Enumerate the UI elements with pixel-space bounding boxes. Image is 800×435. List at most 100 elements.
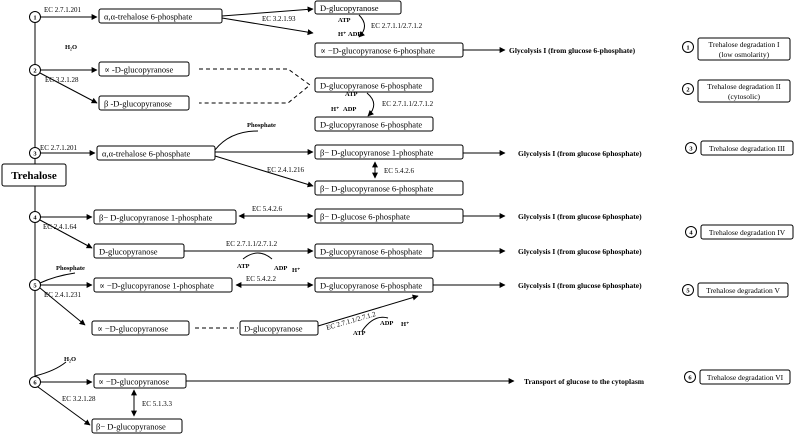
p1-atp: ATP [338,17,351,24]
branch-number-1: 1 [29,11,41,23]
p2-adp: ADP [343,106,356,113]
p1-ec-kinase: EC 2.7.1.1/2.7.1.2 [371,22,423,30]
p4-ec-kinase: EC 2.7.1.1/2.7.1.2 [226,240,278,248]
p4-result-glycolysis-2: Glycolysis I (from glucose 6phosphate) [518,247,642,256]
svg-text:Trehalose degradation II: Trehalose degradation II [707,82,781,91]
p1-dglc-label: D-glucopyranose [320,3,379,13]
p4-ec-24164: EC 2.4.1.64 [43,223,77,231]
svg-text:6: 6 [33,380,37,387]
p2-dglc6p-box [314,77,434,93]
p1-arrow-a-glc6p-branch [221,17,314,36]
svg-text:5: 5 [33,283,37,290]
svg-text:Trehalose degradation V: Trehalose degradation V [706,286,780,295]
p3-ec-27201: EC 2.7.1.201 [40,144,77,152]
p4-ec-5426: EC 5.4.2.6 [252,205,282,213]
p2-a-dglc-box [98,61,190,77]
p2-h: H⁺ [331,106,340,113]
svg-text:4: 4 [689,230,693,237]
svg-text:Trehalose degradation III: Trehalose degradation III [709,144,785,153]
p5-arrow-to-dglc6p [317,294,419,327]
p4-adp: ADP [274,265,287,272]
p3-ec-5426: EC 5.4.2.6 [384,167,414,175]
svg-text:4: 4 [33,215,37,222]
p2-atp: ATP [345,91,358,98]
svg-text:6: 6 [688,375,692,382]
p3-b-glc6p-box [314,180,464,196]
legend-pathway-2: 2 Trehalose degradation II (cytosolic) [682,79,791,103]
p6-result-transport: Transport of glucose to the cytoplasm [524,377,645,386]
p4-atp: ATP [237,263,250,270]
p5-ec-241231: EC 2.4.1.231 [44,291,81,299]
p2-kinase-arrow [366,92,375,117]
legend-pathway-5: 5 Trehalose degradation V [682,282,789,298]
p5-a-dglc-label: ∝ −D-glucopyranose [97,324,168,334]
p3-tre6p-box [96,145,216,161]
svg-text:2: 2 [686,87,689,94]
p2-dashed-merge [199,68,311,104]
svg-text:(low osmolarity): (low osmolarity) [719,50,770,59]
p2-a-dglc-label: ∝ -D-glucopyranose [104,65,173,75]
svg-text:1: 1 [686,45,689,52]
p5-adp: ADP [380,320,393,327]
p1-ec-32193: EC 3.2.1.93 [262,15,296,23]
trehalose-root-label: Trehalose [11,170,57,182]
p3-tre6p-label: α,α-trehalose 6-phosphate [102,149,190,159]
legend-pathway-6: 6 Trehalose degradation VI [684,369,791,385]
branch-number-6: 6 [29,376,41,388]
p1-adp: ADP [348,31,361,38]
svg-text:Trehalose degradation IV: Trehalose degradation IV [709,228,786,237]
trehalose-root-box [1,163,67,187]
p2-b-dglc-label: β -D-glucopyranose [104,99,172,109]
p6-a-dglc-label: ∝ −D-glucopyranose [98,377,169,387]
p6-b-dglc-label: β− D-glucopyranose [96,422,166,432]
p1-h: H⁺ [338,31,347,38]
p5-arrow-a-dglc [39,287,86,326]
p6-h2o: H₂O [64,356,76,363]
p5-a-glc1p-box [93,277,233,293]
p4-dglc6p-label: D-glucopyranose 6-phosphate [320,247,422,257]
p2-dglc6p-label: D-glucopyranose 6-phosphate [320,81,422,91]
p5-a-dglc-box [91,320,190,336]
p2-dglc6p-product-box [314,116,434,132]
p1-dglc-box [314,0,402,15]
branch-number-4: 4 [29,211,41,223]
branch-number-3: 3 [29,147,41,159]
svg-text:1: 1 [33,15,36,22]
legend-pathway-4: 4 Trehalose degradation IV [685,224,794,240]
p1-ec-27201: EC 2.7.1.201 [44,6,81,14]
branch-number-5: 5 [29,279,41,291]
p6-b-dglc-box [91,418,183,434]
p3-result-glycolysis: Glycolysis I (from glucose 6phosphate) [518,149,642,158]
p2-ec-kinase: EC 2.7.1.1/2.7.1.2 [382,100,434,108]
p2-b-dglc-box [98,95,190,111]
p1-result-glycolysis: Glycolysis I (from glucose 6-phosphate) [509,46,636,55]
p2-arrow-b-dglc [39,72,98,104]
p3-arrow-b-glc6p [214,155,314,188]
p2-ec-32128: EC 3.2.1.28 [45,76,79,84]
p4-b-glc1p-label: β− D-glucopyranose 1-phosphate [99,213,213,223]
svg-text:(cytosolic): (cytosolic) [728,92,761,101]
p5-dglc6p-label: D-glucopyranose 6-phosphate [320,281,422,291]
svg-text:Trehalose degradation VI: Trehalose degradation VI [707,373,784,382]
p6-arrow-b-dglc [37,386,91,426]
p4-h: H⁺ [292,267,301,274]
p5-phosphate-curve [39,272,76,284]
svg-text:2: 2 [33,68,36,75]
p4-arrow-dglc [39,219,93,249]
p1-arrow-dglc [221,6,314,17]
legend-pathway-3: 3 Trehalose degradation III [685,140,794,156]
p6-ec-32128: EC 3.2.1.28 [62,395,96,403]
p2-h2o: H₂O [65,44,77,51]
p3-b-glc1p-box [314,144,464,160]
p5-a-glc1p-label: ∝ −D-glucopyranose 1-phosphate [99,281,214,291]
p4-atp-curve [242,252,273,260]
svg-text:3: 3 [33,151,37,158]
p5-dglc-label: D-glucopyranose [244,324,303,334]
p1-tre6p-label: α,α-trehalose 6-phosphate [104,12,192,22]
svg-text:3: 3 [689,146,693,153]
svg-text:Trehalose degradation I: Trehalose degradation I [709,40,780,49]
p1-a-glc6p-label: ∝ −D-glucopyranose 6-phosphate [320,46,435,56]
p5-phosphate: Phosphate [56,265,85,272]
